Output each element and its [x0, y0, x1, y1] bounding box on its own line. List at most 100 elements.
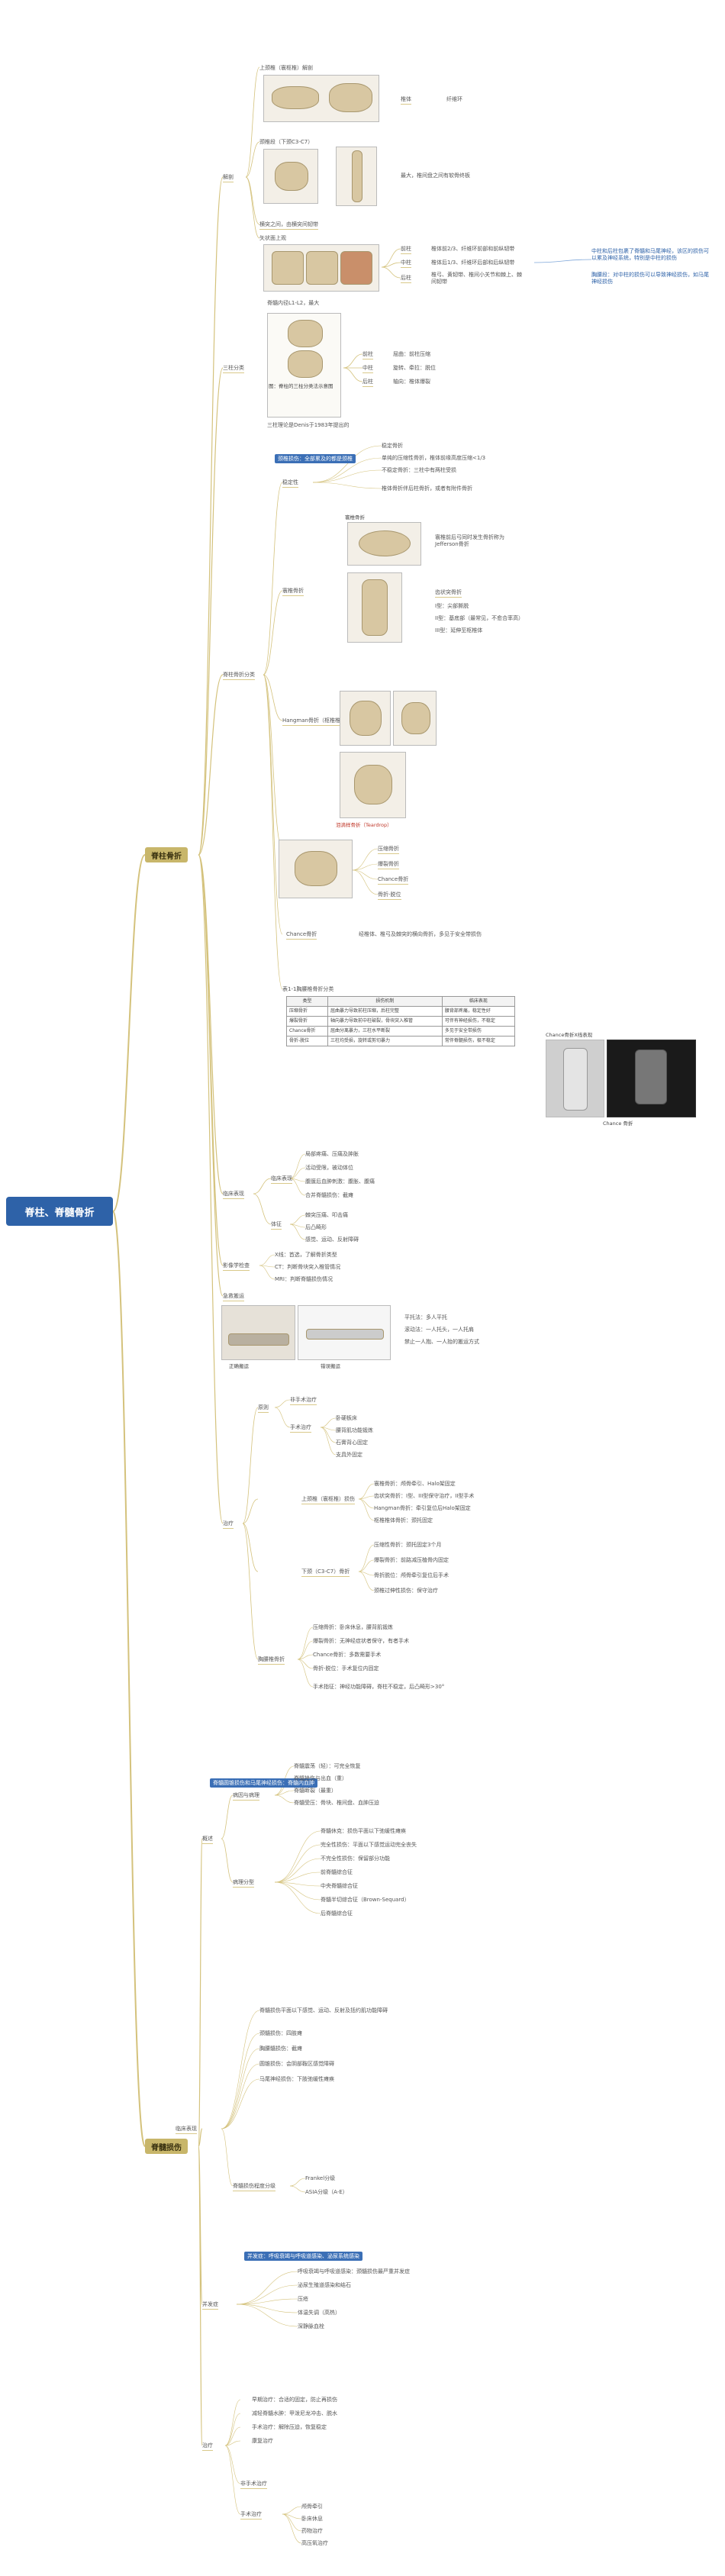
node-upper-c[interactable]: 上颈椎（寰枢椎）损伤 [301, 1496, 355, 1504]
nonop-item-3: 石膏背心固定 [336, 1440, 368, 1446]
path-item-3: 不完全性损伤：保留部分功能 [321, 1855, 390, 1862]
fracture-type-1[interactable]: 压缩骨折 [378, 846, 399, 854]
link-class-sub [263, 482, 283, 675]
branch-spine-fracture[interactable]: 脊柱骨折 [145, 847, 188, 862]
link-imaging-sub [259, 1265, 276, 1280]
link-symptom-sub [289, 1167, 306, 1179]
cord-tx-op[interactable]: 手术治疗 [240, 2511, 262, 2520]
node-odontoid[interactable]: 齿状突骨折 [435, 589, 462, 598]
node-stability[interactable]: 稳定性 [282, 479, 298, 488]
node-vertebral-body[interactable]: 椎体 [401, 96, 411, 105]
chance-xray-caption: Chance骨折X线表现 [546, 1032, 593, 1038]
atlas-ring-shape [359, 530, 411, 556]
node-atlas[interactable]: 寰椎骨折 [282, 588, 304, 596]
link-path-sub [274, 1858, 321, 1883]
table-cell: Chance骨折 [285, 1026, 329, 1037]
root-node-title[interactable]: 脊柱、脊髓骨折 [6, 1197, 113, 1226]
link-exam-sub [289, 1224, 306, 1240]
body-shape-3 [340, 251, 372, 285]
node-complication[interactable]: 并发症 [202, 2301, 218, 2310]
link-class-sub [263, 674, 283, 721]
node-lower-c[interactable]: 下颈（C3-C7）骨折 [301, 1568, 350, 1577]
link-root-cord [112, 1211, 146, 2147]
node-lower-cervical[interactable]: 颈椎段（下颈C3-C7） [259, 139, 314, 145]
link-class-sub [263, 590, 283, 675]
node-cord-overview[interactable]: 概述 [202, 1836, 213, 1844]
firstaid-item-1: 平托法：多人平托 [404, 1314, 447, 1320]
cord-tx-nonop[interactable]: 非手术治疗 [240, 2481, 267, 2489]
node-principle[interactable]: 原则 [258, 1404, 269, 1413]
principle-nonop[interactable]: 非手术治疗 [290, 1397, 317, 1405]
node-treatment[interactable]: 治疗 [223, 1520, 234, 1529]
link-nonop-sub [320, 1417, 337, 1428]
link-treat-sub [242, 1523, 259, 1572]
classification-highlight: 颈椎损伤：全部累及的都是颈椎 [275, 454, 356, 463]
table-header-row: 类型 损伤机制 临床表现 [285, 996, 516, 1007]
link-treat-sub [242, 1523, 259, 1660]
node-clinical[interactable]: 临床表现 [223, 1191, 244, 1199]
table-head-clinical: 临床表现 [441, 996, 516, 1007]
chance-xray-image-1 [546, 1040, 604, 1117]
fracture-type-3[interactable]: Chance骨折 [378, 876, 409, 885]
link-principle-sub [274, 1399, 291, 1408]
sign-item-3: 胸腰髓损伤：截瘫 [259, 2046, 302, 2052]
principle-op[interactable]: 手术治疗 [290, 1424, 311, 1433]
link-side-note [533, 259, 592, 263]
node-imaging[interactable]: 影像学检查 [223, 1262, 250, 1271]
node-exam[interactable]: 体征 [271, 1221, 282, 1230]
three-col-mech-2: 旋转、牵拉：脱位 [393, 365, 436, 371]
node-anatomy[interactable]: 解剖 [223, 174, 234, 182]
link-spine-child [198, 854, 224, 1297]
node-thoracolumbar[interactable]: 胸腰椎骨折 [258, 1656, 285, 1665]
node-grade[interactable]: 脊髓损伤程度分级 [233, 2183, 276, 2191]
fracture-type-4[interactable]: 骨折-脱位 [378, 891, 401, 900]
branch-cord-injury[interactable]: 脊髓损伤 [145, 2139, 188, 2154]
link-sign-sub [221, 2063, 260, 2129]
node-hangman[interactable]: Hangman骨折（枢椎椎弓骨折） [282, 717, 362, 726]
node-three-column[interactable]: 三柱分类 [223, 365, 244, 373]
link-grade-sub [289, 2185, 306, 2193]
node-cord-signs[interactable]: 临床表现 [176, 2126, 197, 2134]
link-tl-sub [297, 1659, 314, 1688]
link-three-sub [343, 367, 363, 382]
table-row: Chance骨折 屈曲分离暴力，三柱水平断裂 多见于安全带损伤 [285, 1026, 516, 1037]
column-middle[interactable]: 中柱 [401, 260, 411, 268]
link-stable-sub [312, 457, 382, 483]
node-classification[interactable]: 脊柱骨折分类 [223, 672, 255, 680]
link-root-spine [112, 854, 146, 1212]
three-col-item-front[interactable]: 前柱 [362, 351, 373, 359]
upper-cervical-image [263, 75, 379, 122]
node-upper-cervical[interactable]: 上颈椎（寰枢椎）解剖 [259, 65, 313, 71]
node-symptoms[interactable]: 临床表现 [271, 1175, 292, 1184]
atlas-desc: 寰椎前后弓同时发生骨折称为Jefferson骨折 [435, 534, 504, 547]
path-item-2: 完全性损伤：平面以下感觉运动完全丧失 [321, 1842, 417, 1848]
link-upperc-sub [358, 1495, 375, 1500]
spine-column-image [336, 147, 377, 206]
upper-c-item-1: 寰椎骨折：颅骨牵引、Halo架固定 [374, 1481, 456, 1487]
table-cell: 三柱均受损，旋转或剪切暴力 [327, 1036, 443, 1046]
node-cause[interactable]: 病因与病理 [233, 1792, 259, 1801]
node-firstaid[interactable]: 急救搬运 [223, 1293, 244, 1301]
link-cord-child [198, 1838, 203, 2147]
lower-c-item-2: 爆裂骨折：前路减压植骨内固定 [374, 1557, 449, 1563]
three-col-item-middle[interactable]: 中柱 [362, 365, 373, 373]
node-pathology[interactable]: 病理分型 [233, 1879, 254, 1888]
node-anterior-column[interactable]: 横突之间，由横突间韧带 [259, 221, 318, 230]
column-anterior[interactable]: 前柱 [401, 246, 411, 254]
node-body-desc: 最大，椎间盘之间有软骨终板 [401, 172, 470, 179]
column-posterior[interactable]: 后柱 [401, 275, 411, 283]
link-grade-sub [289, 2178, 306, 2187]
odontoid-type-1: I型：尖部撕脱 [435, 603, 469, 609]
stable-item-2: 单纯的压缩性骨折，椎体前缘高度压缩<1/3 [382, 455, 486, 461]
node-sagittal[interactable]: 矢状面上观 [259, 235, 286, 241]
cord-tx-item-2: 减轻脊髓水肿：甲泼尼龙冲击、脱水 [252, 2410, 337, 2416]
three-col-item-back[interactable]: 后柱 [362, 379, 373, 387]
link-path-sub [274, 1830, 321, 1883]
fracture-type-2[interactable]: 爆裂骨折 [378, 861, 399, 869]
node-cord-tx[interactable]: 治疗 [202, 2442, 213, 2451]
node-chance[interactable]: Chance骨折 [286, 931, 317, 940]
comp-item-3: 压疮 [298, 2296, 308, 2302]
firstaid-caption-a: 正确搬运 [229, 1363, 249, 1369]
hangman-image-1 [340, 691, 391, 746]
